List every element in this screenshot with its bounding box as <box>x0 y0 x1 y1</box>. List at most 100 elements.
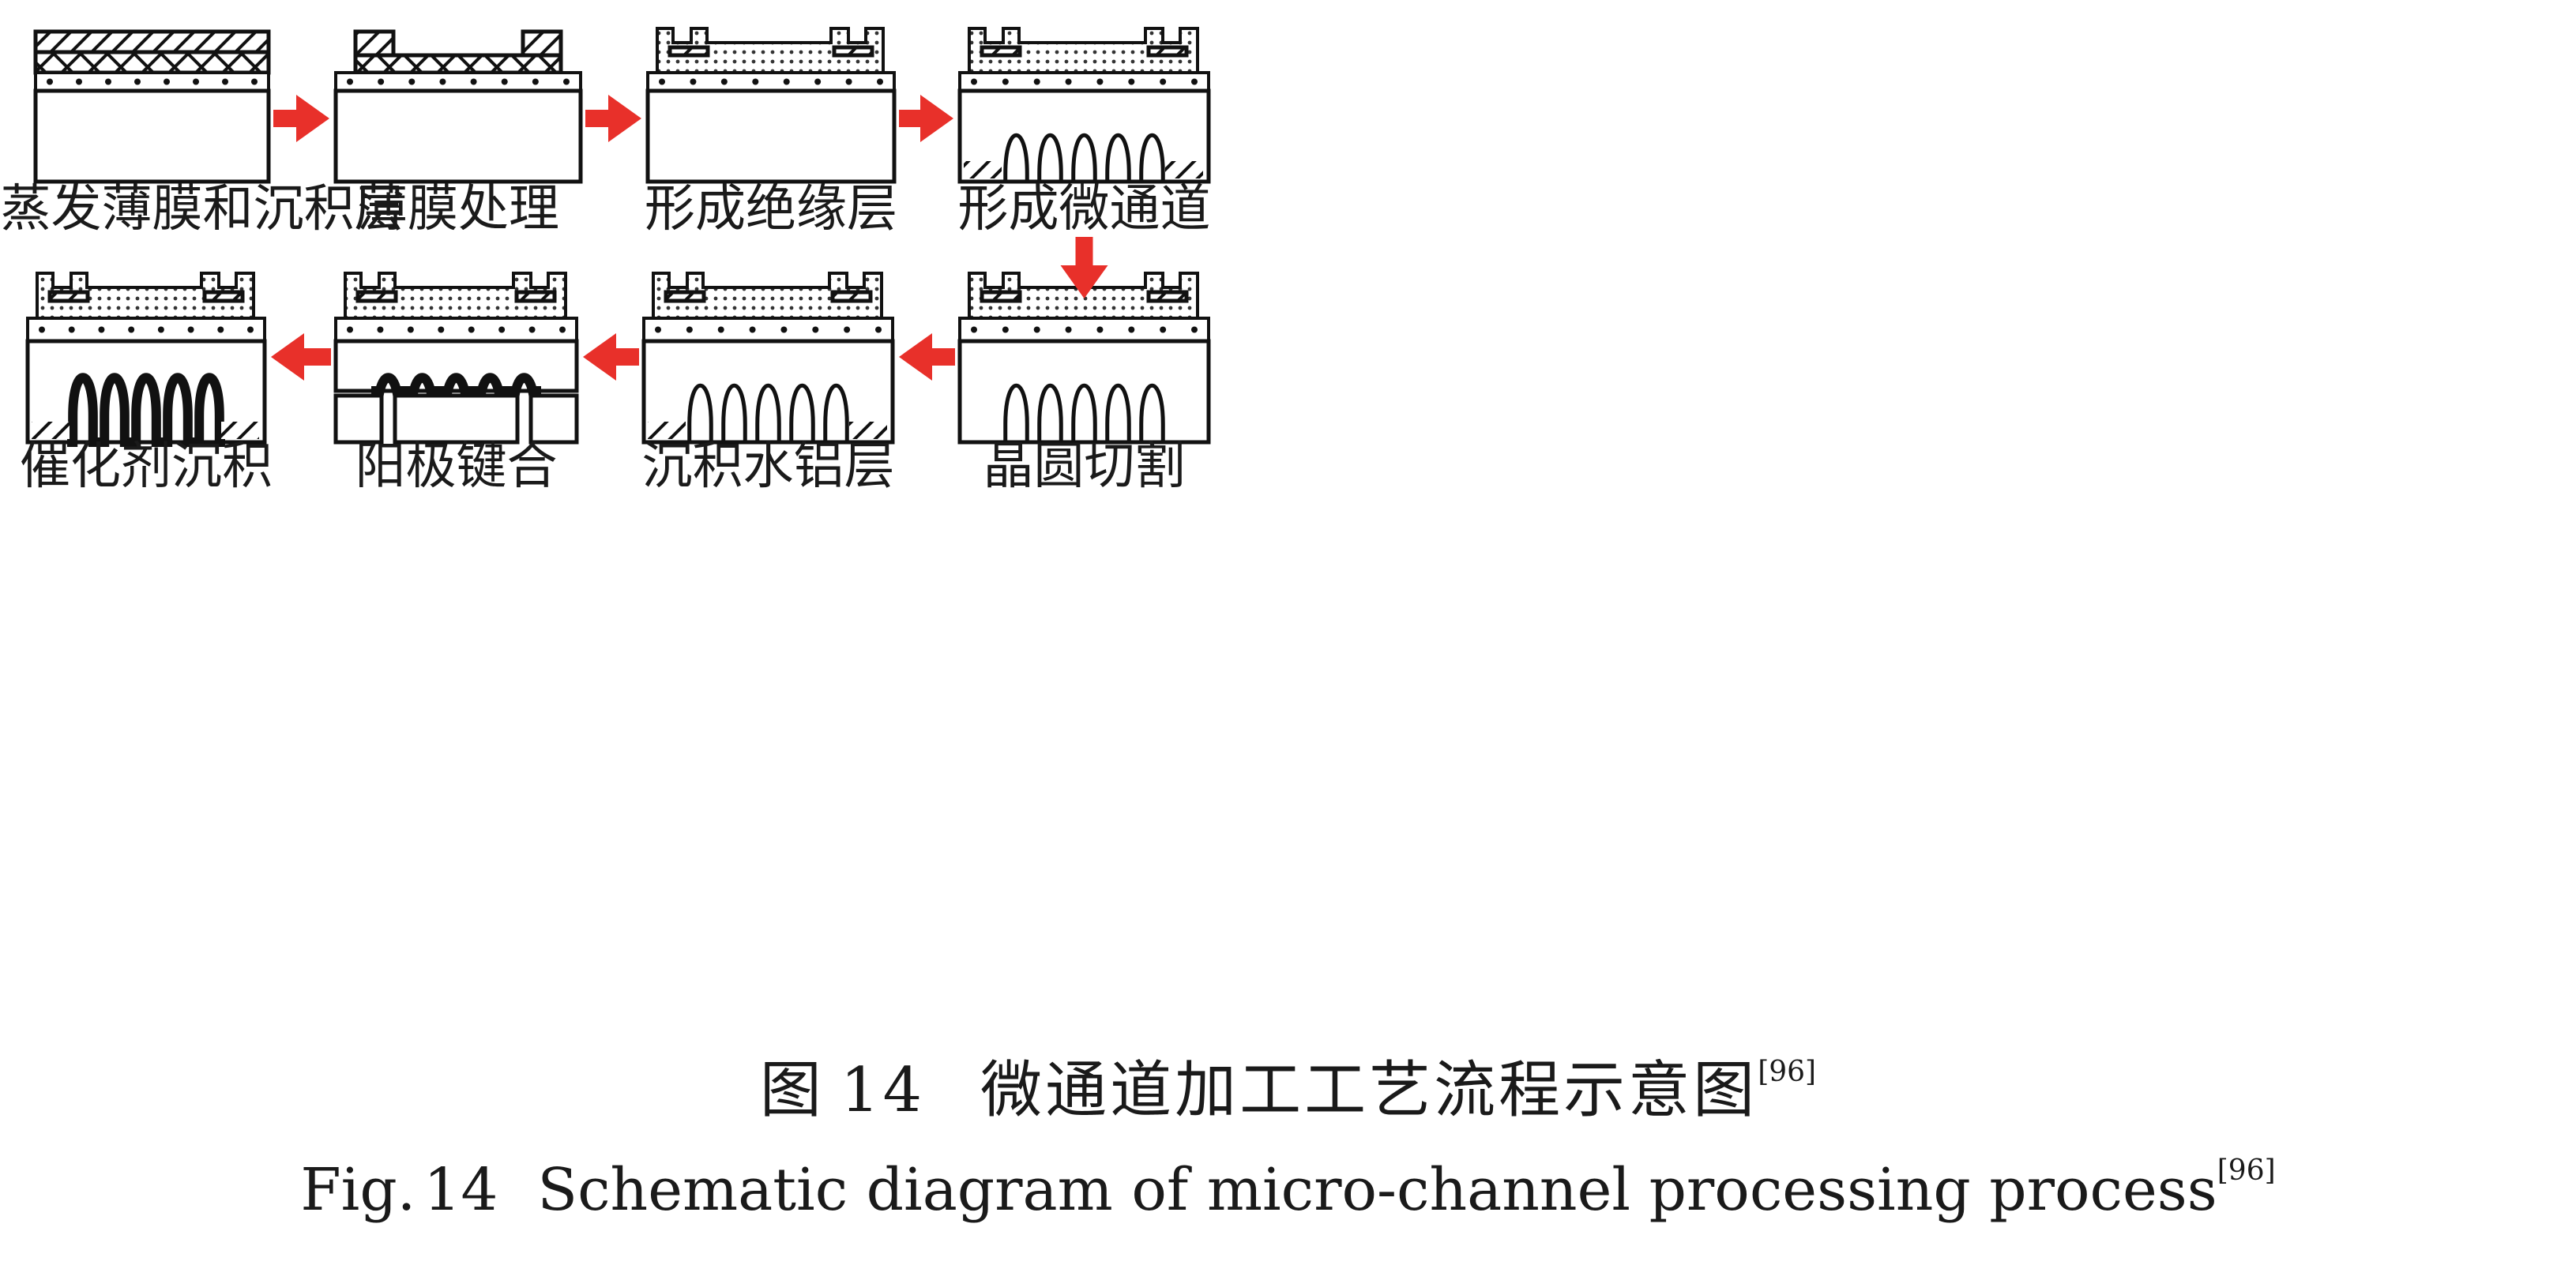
insulation-dot <box>780 326 788 333</box>
insulation-layer <box>36 272 255 320</box>
arrow-s2-to-s3 <box>585 95 641 142</box>
caption-en-number: 14 <box>423 1156 498 1224</box>
insulation-dot <box>47 78 53 85</box>
caption-zh-reference: [96] <box>1758 1056 1817 1088</box>
arrow-s5-to-s6 <box>899 333 955 381</box>
caption-zh-prefix: 图 <box>759 1055 825 1126</box>
insulation-dot <box>247 326 254 333</box>
insulation-dot <box>752 78 759 85</box>
insulation-dot <box>128 326 135 333</box>
insulation-dot <box>378 78 385 85</box>
metal-layer-right <box>221 422 259 439</box>
insulation-dot <box>844 326 851 333</box>
insulation-dot <box>783 78 790 85</box>
step-label-s7: 阳极键合 <box>355 437 558 496</box>
insulation-dot <box>845 78 852 85</box>
film-pad-right <box>1146 290 1189 303</box>
film-pad-left <box>47 290 90 303</box>
insulation-strip <box>34 71 270 92</box>
insulation-dot <box>105 78 111 85</box>
insulation-dot <box>814 78 822 85</box>
insulation-strip <box>26 317 266 343</box>
film-pad-left <box>980 290 1022 303</box>
metal-layer-left <box>964 161 1002 178</box>
step-label-s1: 沉积蒸发薄膜和沉积层 <box>0 180 405 238</box>
process-step-s6: 沉积水铝层 <box>641 272 895 496</box>
process-step-s1: 沉积蒸发薄膜和沉积层 <box>0 29 405 238</box>
insulation-dot <box>468 326 475 333</box>
film-pad-right <box>514 290 557 303</box>
insulation-dot <box>686 326 693 333</box>
insulation-strip <box>958 71 1210 92</box>
glass-block-right <box>528 393 579 445</box>
step-label-s3: 形成绝缘层 <box>645 180 897 238</box>
insulation-dot <box>1160 326 1167 333</box>
insulation-dot <box>717 326 724 333</box>
insulation-dot <box>875 326 882 333</box>
insulation-dot <box>347 78 353 85</box>
insulation-dot <box>408 78 416 85</box>
insulation-dot <box>971 326 977 333</box>
insulation-dot <box>1002 78 1009 85</box>
film-pad-left <box>664 290 706 303</box>
insulation-dot <box>438 326 445 333</box>
insulation-dot <box>559 326 566 333</box>
process-step-s5: 晶圆切割 <box>957 272 1211 496</box>
insulation-strip <box>642 317 894 343</box>
insulation-dot <box>655 326 661 333</box>
insulation-dot <box>749 326 756 333</box>
arrow-s7-to-s8 <box>271 333 331 381</box>
insulation-dot <box>1065 326 1072 333</box>
insulation-dot <box>1191 78 1198 85</box>
insulation-dot <box>347 326 353 333</box>
insulation-dot <box>971 78 977 85</box>
metal-layer-left <box>32 422 70 439</box>
arrow-s1-to-s2 <box>273 95 329 142</box>
silicon-wafer <box>333 88 583 184</box>
insulation-layer <box>344 272 567 320</box>
insulation-dot <box>217 326 224 333</box>
process-step-s8: 催化剂沉积 <box>20 272 273 496</box>
arrow-s4-to-s5 <box>1060 237 1108 298</box>
insulation-dot <box>812 326 819 333</box>
insulation-dot <box>1128 326 1135 333</box>
insulation-dot <box>1096 326 1104 333</box>
step-label-s4: 形成微通道 <box>958 180 1211 238</box>
caption-en-text: Schematic diagram of micro-channel proce… <box>537 1156 2217 1224</box>
insulation-dot <box>164 78 170 85</box>
insulation-dot <box>498 326 506 333</box>
film-pad-right <box>521 29 563 58</box>
insulation-dot <box>251 78 258 85</box>
insulation-layer <box>652 272 883 320</box>
insulation-dot <box>193 78 199 85</box>
insulation-dot <box>39 326 45 333</box>
insulation-dot <box>659 78 665 85</box>
insulation-dot <box>1002 326 1009 333</box>
insulation-layer <box>656 27 885 74</box>
step-label-s8: 催化剂沉积 <box>20 437 273 496</box>
glass-block-center <box>393 393 520 445</box>
step-label-s2: 薄膜处理 <box>357 180 559 238</box>
insulation-dot <box>222 78 228 85</box>
insulation-dot <box>68 326 75 333</box>
insulation-dot <box>439 78 446 85</box>
insulation-strip <box>334 71 582 92</box>
insulation-dot <box>720 78 728 85</box>
insulation-dot <box>187 326 194 333</box>
insulation-dot <box>76 78 82 85</box>
insulation-dot <box>877 78 883 85</box>
silicon-wafer <box>333 339 579 393</box>
micro-channels <box>999 133 1169 184</box>
insulation-dot <box>470 78 477 85</box>
insulation-dot <box>157 326 164 333</box>
caption-en-reference: [96] <box>2217 1154 2276 1187</box>
insulation-dot <box>1065 78 1072 85</box>
process-step-s4: 形成微通道 <box>957 27 1211 238</box>
insulation-dot <box>1096 78 1104 85</box>
insulation-dot <box>690 78 697 85</box>
insulation-strip <box>958 317 1210 343</box>
insulation-dot <box>563 78 570 85</box>
